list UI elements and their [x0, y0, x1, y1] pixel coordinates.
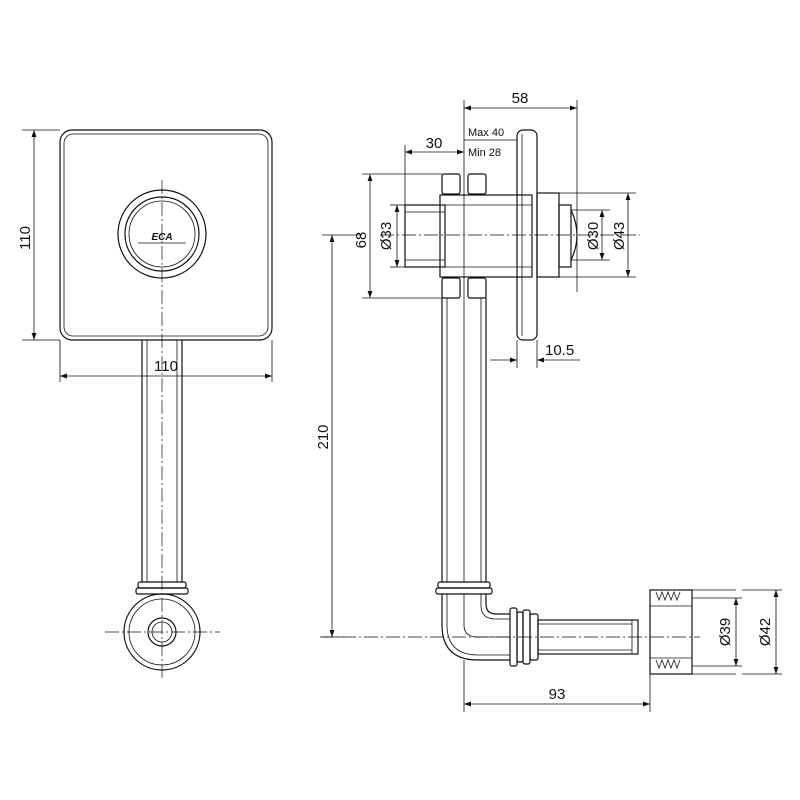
pipe-length-label: 210: [315, 424, 332, 449]
front-height-label: 110: [17, 226, 34, 250]
logo-text: ECA: [151, 232, 172, 243]
front-plate: [59, 129, 273, 341]
valve-body-left: [404, 204, 446, 268]
front-plate-inner: [63, 133, 269, 337]
min-label: Min 28: [468, 147, 501, 159]
outlet-dia-outer-label: Ø42: [757, 618, 774, 646]
threaded-end: [649, 589, 693, 675]
front-view: ECA 110 110: [17, 129, 273, 680]
max-label: Max 40: [468, 127, 504, 139]
side-view: 58 Max 40 Min 28 30 68 Ø33 Ø30 Ø43: [315, 90, 782, 712]
push-button-ring: [124, 196, 200, 272]
outlet-dia-inner-label: Ø39: [717, 618, 734, 646]
elbow: [441, 594, 510, 661]
right-dia-inner-label: Ø30: [585, 222, 602, 250]
push-button-face: [128, 200, 196, 268]
thickness-label: 30: [426, 135, 443, 152]
plate-label: 10.5: [545, 342, 574, 359]
outer-height-label: 68: [353, 232, 370, 249]
push-button: [558, 204, 572, 268]
push-button-outer: [117, 189, 207, 279]
inner-dia-label: Ø33: [378, 222, 395, 250]
right-dia-outer-label: Ø43: [611, 222, 628, 250]
outlet-length-label: 93: [549, 686, 566, 703]
depth-label: 58: [512, 90, 529, 107]
valve-body: [439, 194, 533, 278]
front-width-label: 110: [154, 358, 178, 375]
